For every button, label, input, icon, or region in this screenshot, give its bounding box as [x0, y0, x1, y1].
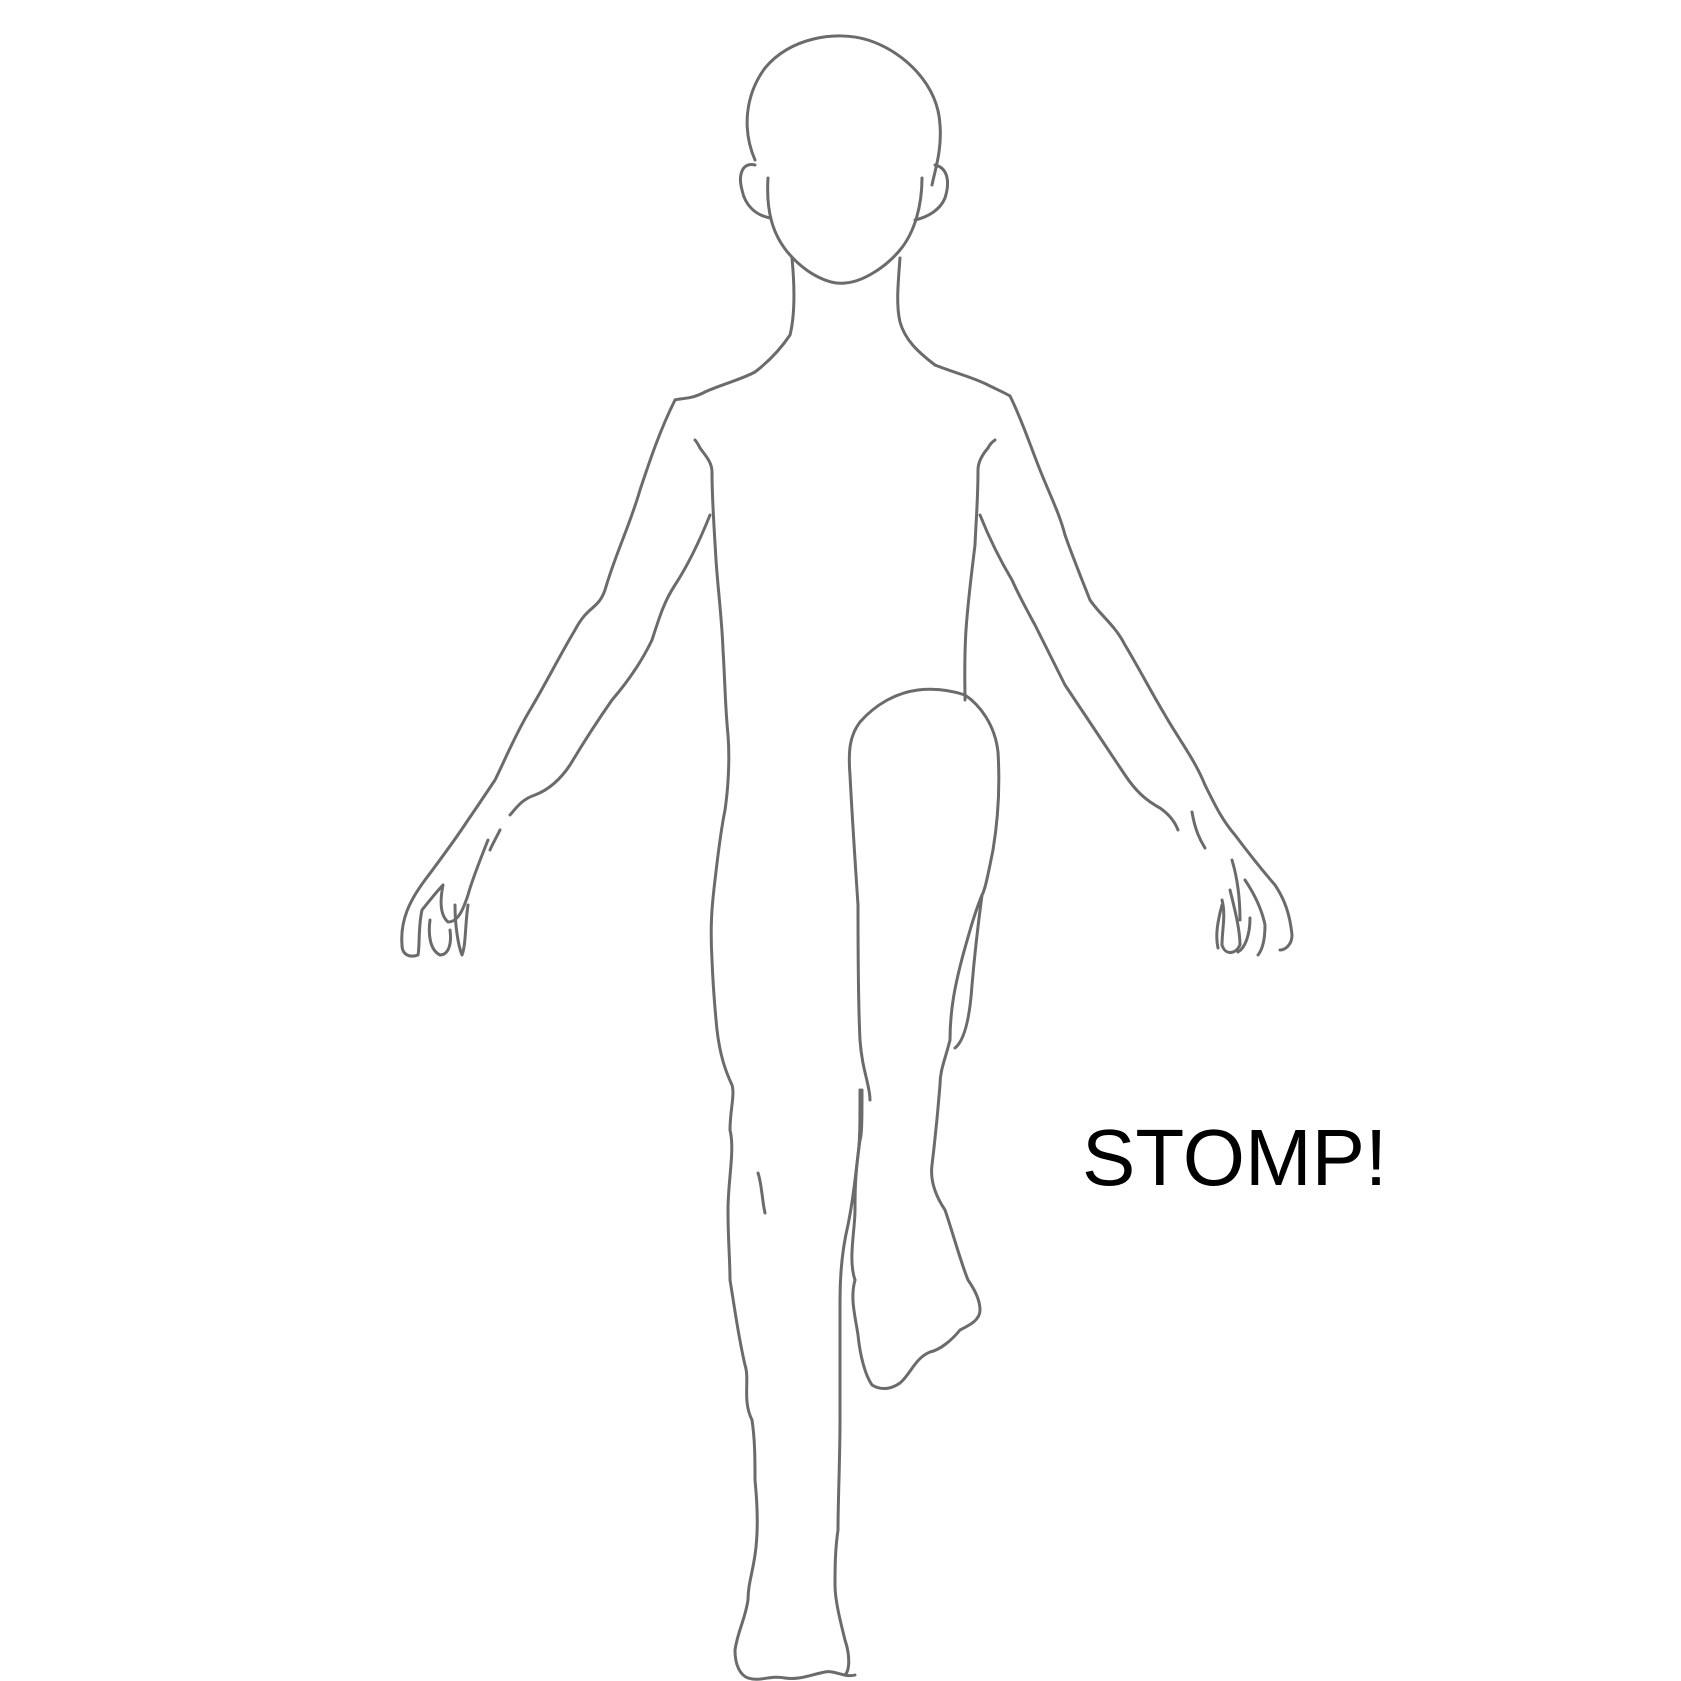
hip-mark-left: [693, 438, 702, 450]
right-arm-outer: [1008, 394, 1294, 952]
standing-foot: [746, 1670, 857, 1681]
raised-leg-front: [938, 693, 1001, 1087]
left-hand: [400, 828, 502, 958]
left-arm-inner: [508, 513, 712, 817]
right-arm-inner: [978, 513, 1180, 832]
left-ear: [739, 163, 772, 220]
standing-leg-inner: [833, 1138, 862, 1677]
raised-shin: [851, 893, 984, 1390]
right-ear: [913, 163, 949, 222]
raised-leg-knee: [847, 687, 967, 1102]
left-arm-outer: [400, 398, 677, 947]
torso-right: [963, 446, 990, 702]
standing-leg-outer: [709, 808, 759, 1680]
stomp-caption: STOMP!: [1082, 1113, 1388, 1202]
shoulder-right: [933, 363, 1012, 398]
shoulder-left: [673, 370, 757, 402]
hip-mark-right: [986, 438, 997, 450]
neck-left: [753, 256, 796, 374]
head-outline: [745, 34, 942, 285]
knee-mark: [756, 1171, 767, 1215]
neck-right: [896, 256, 937, 367]
right-hand: [1190, 810, 1267, 957]
torso-left: [698, 446, 731, 812]
